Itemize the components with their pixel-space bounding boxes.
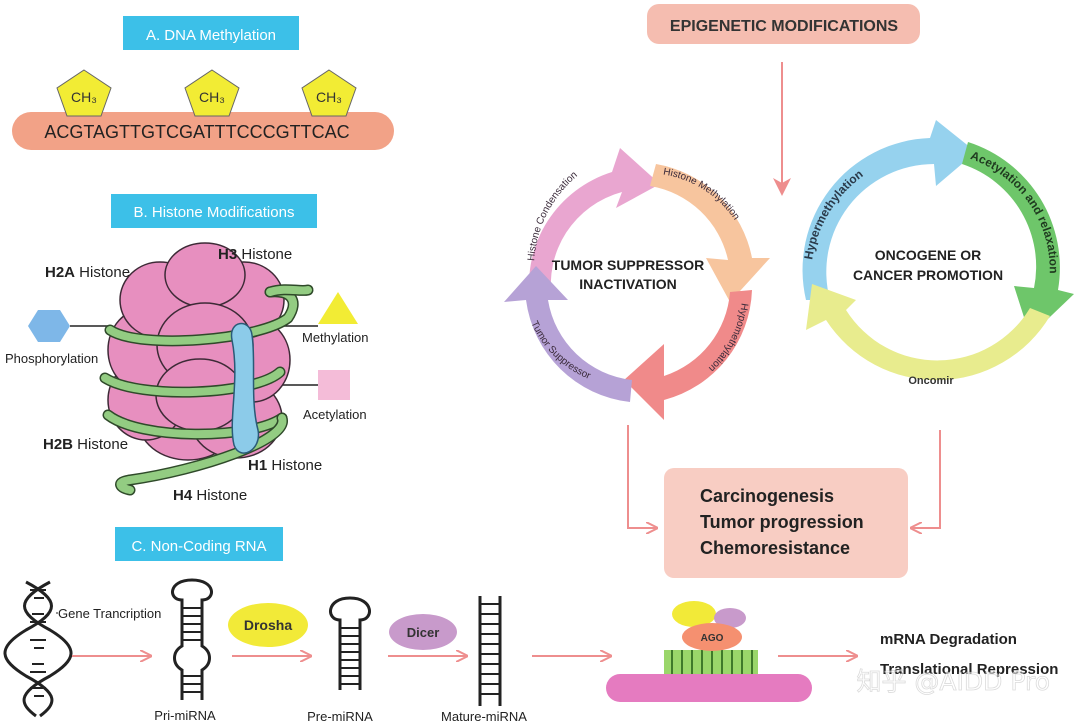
methylation-triangle bbox=[318, 292, 358, 324]
label-mature-mirna: Mature-miRNA bbox=[441, 709, 527, 724]
epigenetic-header: EPIGENETIC MODIFICATIONS bbox=[647, 4, 920, 196]
methyl-group: CH₃ CH₃ CH₃ bbox=[56, 69, 357, 117]
section-c-label-box bbox=[115, 527, 283, 561]
section-a-label-box bbox=[123, 16, 299, 50]
cycle-right-title-line2: CANCER PROMOTION bbox=[853, 267, 1003, 283]
dna-helix bbox=[3, 580, 73, 718]
cycle-tumor-suppressor: Histone Condensation Histone Methylation… bbox=[504, 148, 770, 420]
section-b-histone: B. Histone Modifications bbox=[5, 194, 368, 504]
label-drosha: Drosha bbox=[244, 617, 292, 633]
pri-mirna-hairpin bbox=[171, 578, 213, 700]
acetylation-square bbox=[318, 370, 350, 400]
methyl-pentagon-2 bbox=[184, 69, 240, 117]
arc-tumor-suppressor bbox=[504, 266, 632, 402]
label-h3: H3 Histone bbox=[218, 246, 292, 263]
dna-strand bbox=[12, 112, 394, 150]
label-translational-repression: Translational Repression bbox=[880, 661, 1058, 678]
arc-hypermethylation bbox=[802, 120, 976, 300]
mature-mirna-ladder bbox=[478, 596, 502, 706]
label-h2b: H2B Histone bbox=[43, 436, 128, 453]
label-acetylation: Acetylation bbox=[303, 407, 367, 422]
section-c-ncrna: C. Non-Coding RNA Gene Trancription bbox=[3, 527, 1058, 724]
arc-histone-methylation bbox=[650, 164, 770, 302]
methyl-pentagon-3 bbox=[301, 69, 357, 117]
dna-wrap bbox=[99, 284, 314, 496]
methyl-label-2: CH₃ bbox=[199, 89, 225, 105]
label-phosphorylation: Phosphorylation bbox=[5, 351, 98, 366]
mirna-duplex-bars bbox=[671, 650, 753, 674]
epigenetic-title: EPIGENETIC MODIFICATIONS bbox=[670, 18, 898, 35]
section-c-label: C. Non-Coding RNA bbox=[131, 538, 266, 555]
cycle-oncogene: Hypermethylation Acetylation and relaxat… bbox=[801, 120, 1074, 387]
arc-label-oncomir: Oncomir bbox=[908, 375, 954, 387]
dna-sequence: ACGTAGTTGTCGATTTCCCGTTCAC bbox=[44, 122, 349, 142]
pre-mirna-hairpin bbox=[329, 596, 371, 690]
dicer-enzyme bbox=[389, 614, 457, 650]
label-dicer: Dicer bbox=[407, 625, 440, 640]
ago-cofactor-yellow bbox=[672, 601, 716, 627]
methyl-pentagon-1 bbox=[56, 69, 112, 117]
right-cycle-to-outcome-arrow bbox=[912, 430, 941, 528]
section-b-label-box bbox=[111, 194, 317, 228]
label-h4: H4 Histone bbox=[173, 487, 247, 504]
target-mrna bbox=[606, 674, 812, 702]
outcome-section: Carcinogenesis Tumor progression Chemore… bbox=[627, 425, 941, 578]
section-b-label: B. Histone Modifications bbox=[134, 204, 295, 221]
outcome-line-1: Carcinogenesis bbox=[700, 486, 834, 506]
arc-acetylation bbox=[962, 142, 1074, 336]
arc-hypomethylation bbox=[624, 290, 752, 420]
drosha-enzyme bbox=[228, 603, 308, 647]
label-ago: AGO bbox=[701, 633, 724, 644]
methyl-label-1: CH₃ bbox=[71, 89, 97, 105]
section-a-label: A. DNA Methylation bbox=[146, 27, 276, 44]
cycle-left-title-line2: INACTIVATION bbox=[579, 276, 676, 292]
arc-histone-condensation bbox=[529, 148, 660, 300]
label-h1: H1 Histone bbox=[248, 457, 322, 474]
outcome-line-2: Tumor progression bbox=[700, 512, 864, 532]
outcome-line-3: Chemoresistance bbox=[700, 538, 850, 558]
methyl-label-3: CH₃ bbox=[316, 89, 342, 105]
epigenetic-box bbox=[647, 4, 920, 44]
ago-cofactor-purple bbox=[714, 608, 746, 628]
h1-histone-linker bbox=[230, 322, 260, 454]
label-mrna-degradation: mRNA Degradation bbox=[880, 631, 1017, 648]
label-gene-transcription: Gene Trancription bbox=[58, 606, 161, 621]
cycle-left-title-line1: TUMOR SUPPRESSOR bbox=[552, 257, 704, 273]
label-pre-mirna: Pre-miRNA bbox=[307, 709, 373, 724]
left-cycle-to-outcome-arrow bbox=[627, 425, 656, 528]
outcome-box bbox=[664, 468, 908, 578]
label-methylation: Methylation bbox=[302, 330, 368, 345]
label-pri-mirna: Pri-miRNA bbox=[154, 708, 216, 723]
cycle-right-title-line1: ONCOGENE OR bbox=[875, 247, 982, 263]
watermark: 知乎 @AIDD Pro bbox=[856, 667, 1050, 696]
risc-complex: AGO bbox=[606, 601, 812, 702]
section-a-dna-methylation: A. DNA Methylation ACGTAGTTGTCGATTTCCCGT… bbox=[12, 16, 394, 150]
phosphorylation-hexagon bbox=[28, 310, 70, 342]
ago-protein bbox=[682, 623, 742, 651]
arc-oncomir bbox=[806, 284, 1050, 381]
label-h2a: H2A Histone bbox=[45, 264, 130, 281]
